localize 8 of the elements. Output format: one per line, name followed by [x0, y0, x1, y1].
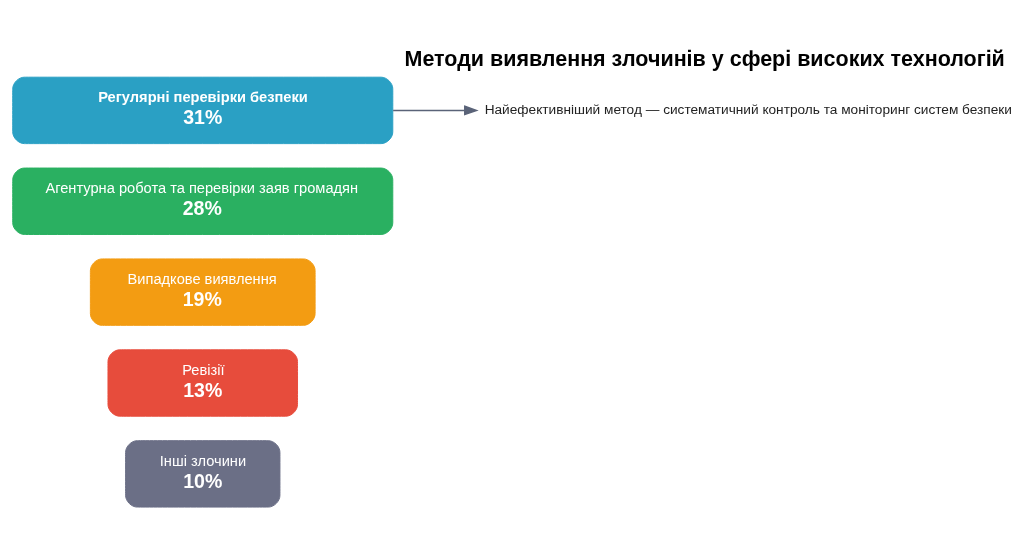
node-box: Інші злочини 10%: [125, 439, 281, 508]
node-box: Випадкове виявлення 19%: [89, 257, 316, 326]
diagram-title: Методи виявлення злочинів у сфері високих технологій: [404, 46, 1005, 71]
node-text: Найефективніший метод — систематичний контроль та моніторинг систем безпеки: [484, 101, 1012, 117]
arrow: [392, 104, 479, 116]
node-box: Ревізії 13%: [107, 348, 298, 417]
node-box: Регулярні перевірки безпеки 31%: [12, 76, 394, 144]
node-box: Агентурна робота та перевірки заяв громадян 28%: [12, 167, 394, 235]
